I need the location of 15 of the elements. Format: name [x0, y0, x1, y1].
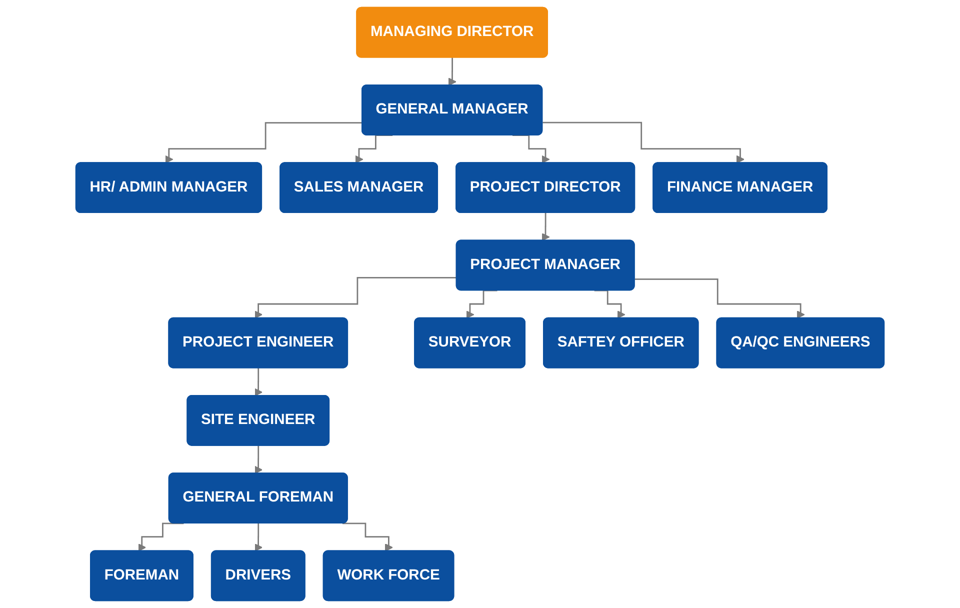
arrow [138, 522, 184, 552]
arrow [254, 445, 263, 474]
arrow [542, 122, 744, 164]
arrow [634, 278, 805, 319]
arrow [355, 134, 393, 164]
arrow [542, 212, 550, 242]
arrow [512, 134, 550, 164]
arrow [165, 122, 362, 164]
arrow [466, 290, 498, 319]
arrow [342, 522, 393, 552]
arrow [594, 290, 626, 319]
arrow [254, 368, 263, 396]
arrow [448, 57, 456, 86]
arrow [254, 277, 457, 319]
arrow [254, 522, 263, 552]
